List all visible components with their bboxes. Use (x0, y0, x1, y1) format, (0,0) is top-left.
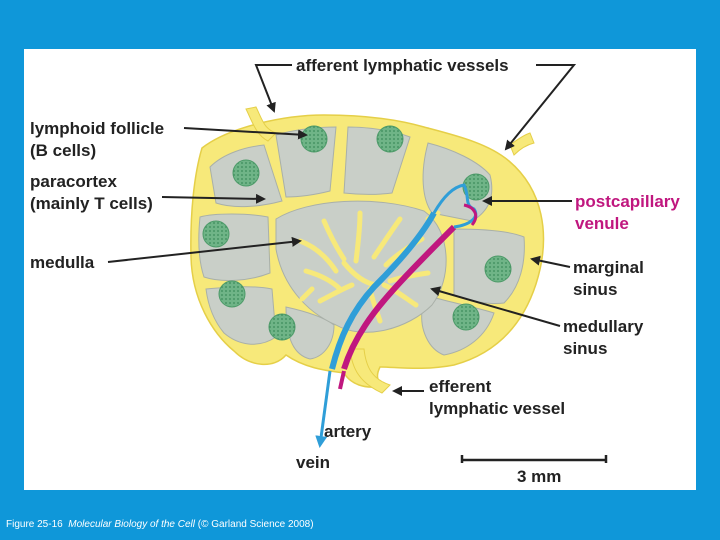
leader-marginal (530, 255, 571, 268)
label-efferent: efferent (429, 377, 492, 396)
label-mainly-t-cells: (mainly T cells) (30, 194, 153, 213)
label-medullary: medullary (563, 317, 644, 336)
leader-afferent-left (254, 64, 292, 113)
leader-follicle (183, 127, 308, 140)
leader-medulla (107, 236, 302, 263)
postcapillary-venule-loop (432, 183, 478, 229)
caption-figure-number: Figure 25-16 (6, 519, 63, 530)
scale-bar-label: 3 mm (517, 467, 561, 486)
efferent-vessel (349, 348, 391, 394)
lymph-node (190, 106, 545, 448)
label-lymphoid-follicle: lymphoid follicle (30, 119, 164, 138)
label-lymphatic-vessel: lymphatic vessel (429, 399, 565, 418)
scale-bar: 3 mm (460, 455, 608, 486)
label-medulla: medulla (30, 253, 95, 272)
label-marginal-sinus: sinus (573, 280, 617, 299)
label-marginal: marginal (573, 258, 644, 277)
follicle-4 (462, 173, 490, 201)
label-b-cells: (B cells) (30, 141, 96, 160)
artery-entry (338, 370, 346, 390)
afferent-vessel-right (509, 132, 535, 156)
label-artery: artery (324, 422, 372, 441)
label-paracortex: paracortex (30, 172, 117, 191)
scale-bar-line (460, 455, 608, 463)
leader-paracortex (161, 193, 266, 204)
label-medullary-sinus: sinus (563, 339, 607, 358)
vein-vessel (329, 211, 437, 370)
caption-credit: (© Garland Science 2008) (197, 519, 314, 530)
lobe-9 (285, 306, 335, 360)
label-vein: vein (296, 453, 330, 472)
caption-book-title: Molecular Biology of the Cell (68, 519, 195, 530)
follicle-3 (232, 159, 260, 187)
follicle-9 (268, 313, 296, 341)
leader-medullary (430, 286, 561, 327)
follicle-5 (202, 220, 230, 248)
figure-panel: afferent lymphatic vessels lymphoid foll… (24, 49, 696, 490)
vein-exit-arrow (315, 370, 332, 448)
venule-highlight (463, 203, 478, 226)
follicle-8 (452, 303, 480, 331)
label-postcapillary: postcapillary (575, 192, 680, 211)
follicle-7 (218, 280, 246, 308)
artery-vessel (341, 224, 457, 370)
leader-afferent-right (504, 64, 577, 151)
leader-lines (107, 64, 577, 396)
follicle-2 (376, 125, 404, 153)
follicle-6 (484, 255, 512, 283)
lymph-node-diagram: afferent lymphatic vessels lymphoid foll… (30, 56, 680, 486)
follicle-1 (300, 125, 328, 153)
label-venule: venule (575, 214, 629, 233)
label-afferent-lymphatic-vessels: afferent lymphatic vessels (296, 56, 509, 75)
figure-caption: Figure 25-16 Molecular Biology of the Ce… (6, 519, 314, 530)
